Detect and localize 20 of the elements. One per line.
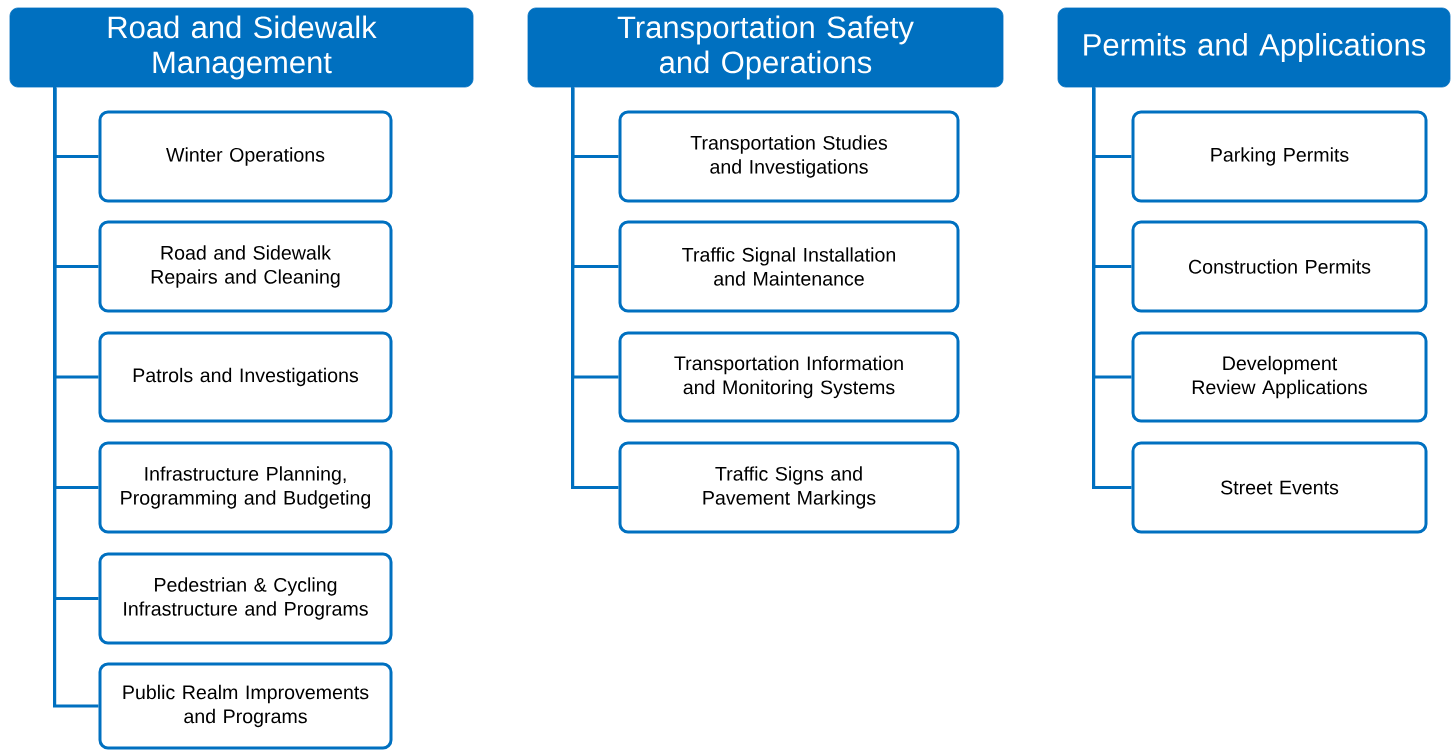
category-header: Road and Sidewalk Management [9,7,474,88]
service-box: Winter Operations [98,110,393,203]
service-box: Street Events [1131,441,1428,534]
category-header: Transportation Safety and Operations [527,7,1004,88]
connector-line [571,87,619,490]
service-box: Construction Permits [1131,220,1428,313]
service-box: Transportation Studies and Investigations [618,110,960,203]
service-box: Public Realm Improvements and Programs [98,662,393,750]
service-box: Traffic Signs and Pavement Markings [618,441,960,534]
service-box: Road and Sidewalk Repairs and Cleaning [98,220,393,313]
service-box: Patrols and Investigations [98,331,393,423]
category-header: Permits and Applications [1057,7,1451,88]
service-box: Infrastructure Planning, Programming and Budgeting [98,441,393,534]
service-box: Pedestrian & Cycling Infrastructure and Programs [98,552,393,645]
service-box: Traffic Signal Installation and Maintenance [618,220,960,313]
connector-line [1092,87,1132,490]
connector-line [53,87,99,708]
service-box: Development Review Applications [1131,331,1428,423]
service-box: Parking Permits [1131,110,1428,203]
service-box: Transportation Information and Monitoring Systems [618,331,960,423]
